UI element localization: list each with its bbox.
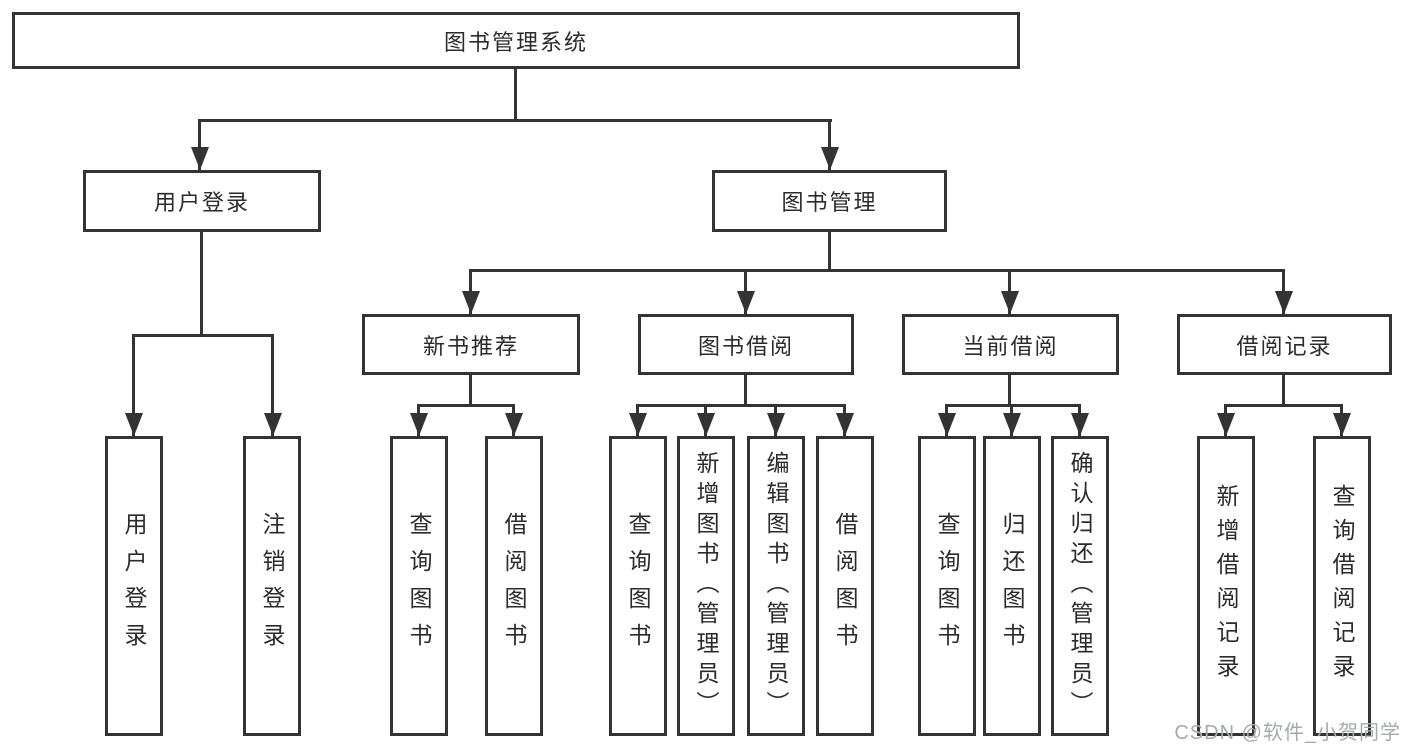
- leaf-edit-books-admin-label: 编辑图书（管理员）: [763, 451, 789, 721]
- arrow-to-query-books-2: [636, 404, 639, 436]
- leaf-add-books-admin-label: 新增图书（管理员）: [693, 451, 719, 721]
- arrow-to-book-management: [828, 119, 831, 170]
- node-user-login-label: 用户登录: [153, 190, 250, 215]
- leaf-borrow-books-recommend-label: 借阅图书: [501, 512, 527, 660]
- leaf-query-borrow-record: 查询借阅记录: [1313, 436, 1371, 736]
- arrow-to-add-borrow-record: [1224, 404, 1227, 436]
- arrow-to-user-login: [198, 119, 201, 170]
- connector-recommend-down: [469, 375, 472, 407]
- leaf-add-borrow-record-label: 新增借阅记录: [1213, 484, 1239, 688]
- node-borrow-records: 借阅记录: [1177, 314, 1392, 375]
- leaf-query-books-borrowing-label: 查询图书: [625, 512, 651, 660]
- connector-current-spread: [945, 404, 1081, 407]
- leaf-user-login-label: 用户登录: [121, 512, 147, 660]
- leaf-borrow-books-recommend: 借阅图书: [485, 436, 543, 736]
- leaf-borrow-books-label: 借阅图书: [832, 512, 858, 660]
- connector-mgmt-down: [828, 232, 831, 272]
- node-root: 图书管理系统: [12, 12, 1020, 69]
- leaf-query-books-current-label: 查询图书: [934, 512, 960, 660]
- connector-root-down: [514, 69, 517, 121]
- node-book-borrowing: 图书借阅: [638, 314, 854, 375]
- node-borrow-records-label: 借阅记录: [1236, 333, 1333, 359]
- arrow-to-borrow-books-1: [512, 404, 515, 436]
- connector-borrowing-down: [744, 375, 747, 407]
- leaf-query-books-recommend: 查询图书: [390, 436, 448, 736]
- leaf-query-books-borrowing: 查询图书: [609, 436, 667, 736]
- leaf-confirm-return-admin: 确认归还（管理员）: [1051, 436, 1109, 736]
- node-new-book-recommend: 新书推荐: [362, 314, 580, 375]
- node-new-book-recommend-label: 新书推荐: [422, 333, 519, 359]
- connector-current-down: [1008, 375, 1011, 407]
- node-book-borrowing-label: 图书借阅: [697, 333, 794, 359]
- leaf-return-books-label: 归还图书: [999, 512, 1025, 660]
- arrow-to-borrow-records: [1282, 269, 1285, 314]
- arrow-to-query-books-3: [945, 404, 948, 436]
- node-book-management-label: 图书管理: [781, 190, 878, 215]
- leaf-query-books-recommend-label: 查询图书: [406, 512, 432, 660]
- arrow-to-return-books: [1010, 404, 1013, 436]
- connector-recommend-spread: [417, 404, 515, 407]
- leaf-user-login: 用户登录: [105, 436, 163, 736]
- leaf-add-borrow-record: 新增借阅记录: [1197, 436, 1255, 736]
- leaf-logout-label: 注销登录: [259, 512, 285, 660]
- connector-borrowing-spread: [636, 404, 846, 407]
- leaf-query-books-current: 查询图书: [918, 436, 976, 736]
- leaf-borrow-books: 借阅图书: [816, 436, 874, 736]
- node-user-login: 用户登录: [83, 170, 321, 232]
- csdn-watermark: CSDN @软件_小贺同学: [1174, 722, 1401, 744]
- node-book-management: 图书管理: [712, 170, 947, 232]
- arrow-to-query-books-1: [417, 404, 420, 436]
- leaf-confirm-return-admin-label: 确认归还（管理员）: [1067, 451, 1093, 721]
- arrow-to-leaf-logout: [271, 334, 274, 436]
- node-root-label: 图书管理系统: [443, 29, 588, 55]
- leaf-edit-books-admin: 编辑图书（管理员）: [747, 436, 805, 736]
- arrow-to-book-borrowing: [744, 269, 747, 314]
- arrow-to-query-borrow-record: [1340, 404, 1343, 436]
- arrow-to-current-borrowing: [1008, 269, 1011, 314]
- arrow-to-new-book-recommend: [469, 269, 472, 314]
- connector-mgmt-spread: [469, 269, 1285, 272]
- leaf-logout: 注销登录: [243, 436, 301, 736]
- arrow-to-borrow-books-2: [843, 404, 846, 436]
- connector-records-down: [1282, 375, 1285, 407]
- leaf-add-books-admin: 新增图书（管理员）: [677, 436, 735, 736]
- connector-records-spread: [1224, 404, 1343, 407]
- connector-login-down: [200, 232, 203, 336]
- leaf-query-borrow-record-label: 查询借阅记录: [1329, 484, 1355, 688]
- node-current-borrowing-label: 当前借阅: [962, 333, 1059, 359]
- arrow-to-leaf-user-login: [132, 334, 135, 436]
- connector-root-spread: [198, 119, 832, 122]
- arrow-to-edit-books: [774, 404, 777, 436]
- node-current-borrowing: 当前借阅: [902, 314, 1119, 375]
- leaf-return-books: 归还图书: [983, 436, 1041, 736]
- arrow-to-add-books: [704, 404, 707, 436]
- connector-login-spread: [132, 334, 274, 337]
- arrow-to-confirm-return: [1078, 404, 1081, 436]
